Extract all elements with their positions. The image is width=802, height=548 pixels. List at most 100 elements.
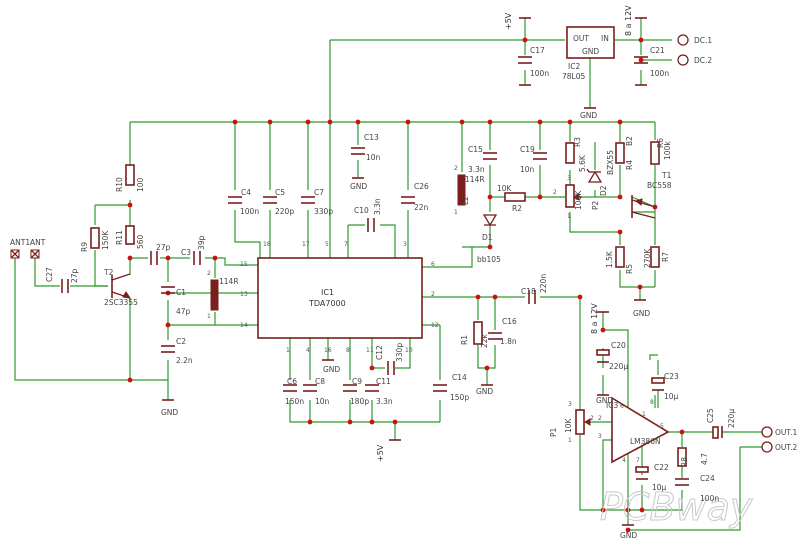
svg-text:10K: 10K [497, 184, 513, 193]
svg-text:R8: R8 [680, 457, 689, 467]
connectors [10, 34, 773, 453]
label-dc1: DC.1 [694, 36, 712, 45]
svg-text:BC558: BC558 [647, 181, 672, 190]
ic1-name: IC1 [321, 288, 334, 297]
gnd-c20: GND [596, 396, 613, 405]
svg-text:560: 560 [136, 234, 145, 249]
cap-c28 [150, 251, 158, 265]
svg-text:100n: 100n [650, 69, 669, 78]
res-r8 [677, 447, 687, 467]
svg-text:L2: L2 [461, 196, 470, 205]
svg-text:100n: 100n [530, 69, 549, 78]
svg-text:270K: 270K [643, 248, 652, 268]
svg-text:18: 18 [263, 241, 271, 248]
diode-d2 [587, 170, 603, 183]
svg-text:100n: 100n [240, 207, 259, 216]
gnd-ic2: GND [580, 111, 597, 120]
watermark: PCBway [600, 485, 753, 529]
svg-text:C12: C12 [375, 345, 384, 360]
pad-ant1 [10, 249, 20, 259]
label-8to12v-top: 8 a 12V [624, 5, 633, 36]
svg-text:100k: 100k [663, 141, 672, 160]
cap-c10 [367, 218, 375, 232]
svg-text:180p: 180p [350, 397, 369, 406]
diode-d1 [482, 214, 498, 227]
gnd-c13: GND [350, 182, 367, 191]
resistors [90, 141, 687, 467]
inductors [210, 174, 466, 311]
svg-text:C13: C13 [364, 133, 379, 142]
cap-c24 [675, 478, 689, 486]
svg-text:2: 2 [553, 189, 557, 196]
svg-text:1: 1 [286, 347, 290, 354]
svg-text:3: 3 [598, 433, 602, 440]
svg-text:2: 2 [598, 415, 602, 422]
svg-text:2SC3355: 2SC3355 [104, 298, 138, 307]
cap-c22 [635, 466, 649, 480]
svg-text:1.5K: 1.5K [605, 250, 614, 268]
svg-text:5: 5 [660, 423, 664, 430]
ic2-body [566, 26, 615, 59]
svg-text:15: 15 [240, 261, 248, 268]
cap-c19 [533, 152, 547, 160]
svg-text:C26: C26 [414, 182, 429, 191]
inductor-l1 [210, 279, 219, 311]
svg-text:D1: D1 [482, 233, 493, 242]
svg-text:10µ: 10µ [664, 392, 679, 401]
svg-text:C15: C15 [468, 145, 483, 154]
gnd-r1: GND [476, 387, 493, 396]
svg-text:3.3n: 3.3n [373, 198, 382, 215]
label-plus5v-top: +5V [504, 12, 513, 30]
svg-text:4: 4 [306, 347, 310, 354]
svg-text:2: 2 [431, 291, 435, 298]
svg-text:8: 8 [346, 347, 350, 354]
svg-text:150n: 150n [285, 397, 304, 406]
svg-text:R3: R3 [573, 137, 582, 147]
svg-text:10µ: 10µ [652, 483, 667, 492]
text-labels: +5V 8 a 12V 8 a 12V +5V OUT IN GND IC2 7… [10, 5, 797, 540]
svg-text:17: 17 [302, 241, 310, 248]
svg-text:220µ: 220µ [727, 409, 736, 428]
svg-text:27p: 27p [70, 268, 79, 283]
svg-text:C22: C22 [654, 463, 669, 472]
svg-text:BZX55: BZX55 [606, 150, 615, 175]
cap-c4 [228, 196, 242, 204]
svg-text:6: 6 [431, 261, 435, 268]
svg-text:150K: 150K [101, 230, 110, 250]
gnd-ic1: GND [323, 365, 340, 374]
svg-text:220µ: 220µ [609, 362, 628, 371]
svg-text:T1: T1 [661, 171, 672, 180]
svg-text:C7: C7 [314, 188, 324, 197]
cap-c8 [303, 384, 317, 392]
svg-text:8: 8 [650, 399, 654, 406]
gnd-t1: GND [633, 309, 650, 318]
svg-text:C23: C23 [664, 372, 679, 381]
svg-text:100n: 100n [700, 494, 719, 503]
cap-c25 [712, 426, 723, 439]
ic3-opamp [611, 396, 670, 464]
svg-text:D2: D2 [599, 185, 608, 196]
cap-c27 [61, 279, 69, 293]
cap-c14 [433, 384, 447, 392]
svg-text:2: 2 [207, 270, 211, 277]
cap-c1 [161, 286, 175, 294]
svg-text:3: 3 [568, 401, 572, 408]
gnd-c2: GND [161, 408, 178, 417]
svg-text:C6: C6 [287, 377, 297, 386]
cap-c17 [518, 56, 532, 64]
ground-symbols [162, 17, 647, 526]
ic1-part: TDA7000 [308, 299, 346, 308]
svg-text:3.3n: 3.3n [376, 397, 393, 406]
svg-text:5.6K: 5.6K [578, 154, 587, 172]
svg-text:C17: C17 [530, 46, 545, 55]
ic2-gnd-label: GND [582, 47, 599, 56]
ic2-in-label: IN [601, 34, 609, 43]
svg-text:3.3n: 3.3n [468, 165, 485, 174]
pad-ant [30, 249, 40, 259]
svg-text:27p: 27p [156, 243, 171, 252]
ic3-name: IC3 [606, 401, 618, 410]
svg-text:22n: 22n [414, 203, 429, 212]
svg-text:100K: 100K [574, 190, 583, 210]
pad-dc1 [677, 34, 689, 46]
